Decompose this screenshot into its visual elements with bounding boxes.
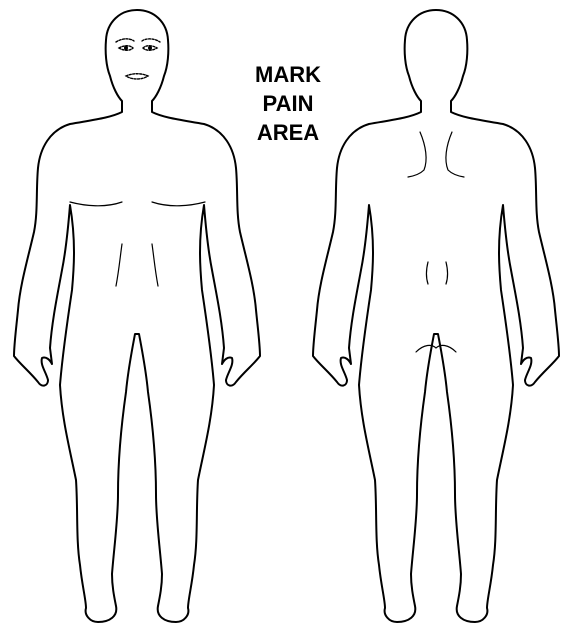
front-body-figure[interactable] [14, 10, 260, 622]
right-pupil [149, 47, 152, 50]
front-body-outline[interactable] [14, 10, 260, 622]
back-body-figure[interactable] [313, 10, 559, 622]
instruction-line-1: MARK [238, 60, 338, 89]
instruction-label: MARK PAIN AREA [238, 60, 338, 147]
instruction-line-3: AREA [238, 118, 338, 147]
instruction-line-2: PAIN [238, 89, 338, 118]
left-pupil [125, 47, 128, 50]
back-body-outline[interactable] [313, 10, 559, 622]
